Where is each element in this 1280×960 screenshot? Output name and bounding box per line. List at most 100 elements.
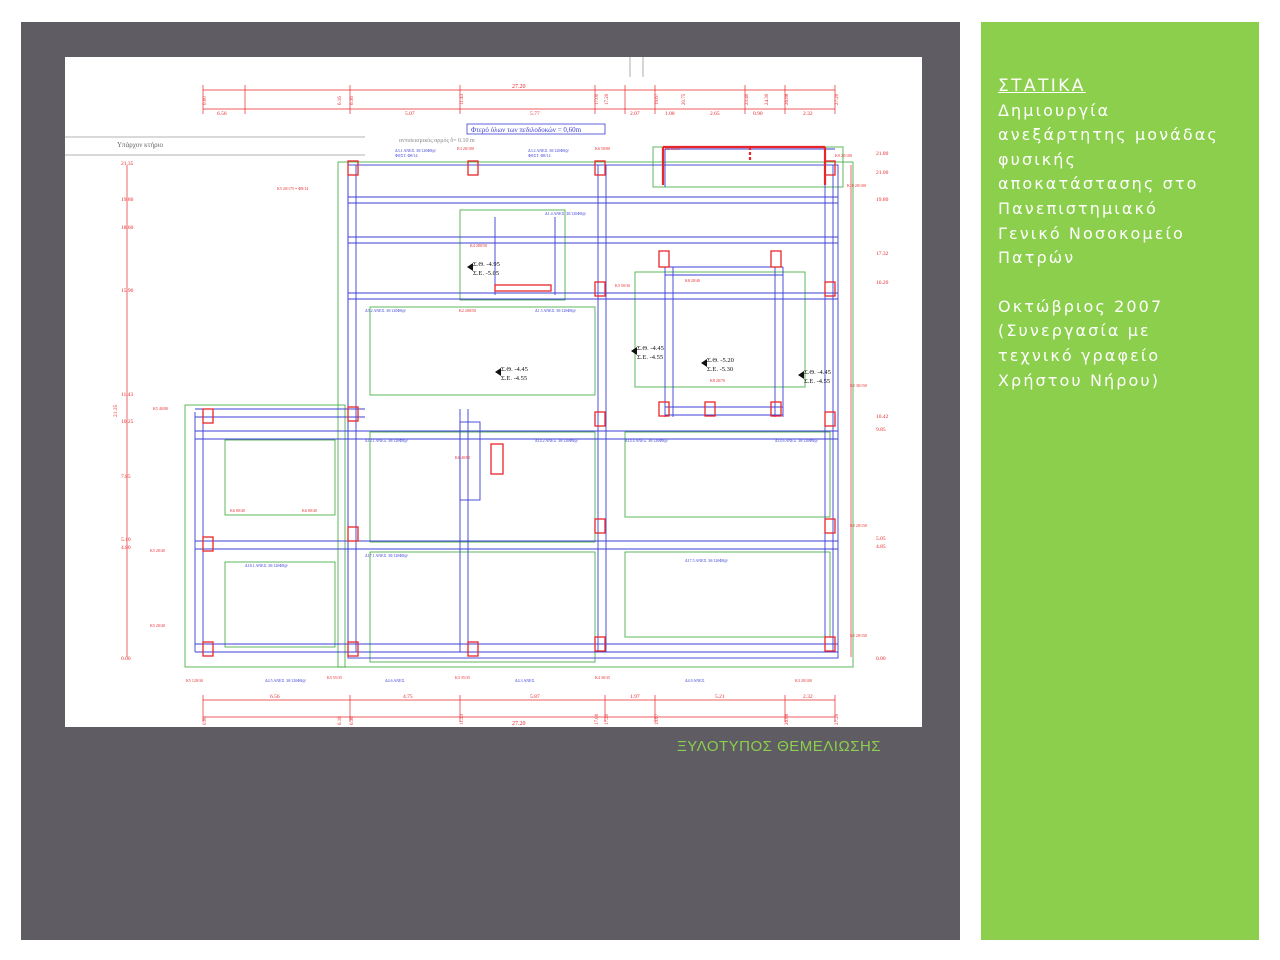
svg-text:K5 80/50: K5 80/50 bbox=[665, 146, 680, 151]
svg-text:Δ3.1 ΑΝΕΞ. 30/120Φ8@: Δ3.1 ΑΝΕΞ. 30/120Φ8@ bbox=[395, 148, 436, 153]
svg-text:K5 20/150: K5 20/150 bbox=[850, 633, 867, 638]
left-level-label: 5.10 bbox=[121, 537, 131, 543]
description-line: Πανεπιστημιακό bbox=[998, 198, 1158, 218]
left-level-labels: 21.35 19.80 18.60 15.90 11.43 10.25 7.85… bbox=[121, 161, 134, 662]
left-level-label: 15.90 bbox=[121, 288, 134, 294]
description-line: Πατρών bbox=[998, 248, 1076, 268]
left-level-label: 19.80 bbox=[121, 197, 134, 203]
bottom-segment-label: 5.87 bbox=[530, 694, 540, 700]
svg-text:K5 20/175 = Φ8/14: K5 20/175 = Φ8/14 bbox=[277, 186, 308, 191]
svg-text:Δ5.2 ΑΝΕΞ. 30/120Φ8@: Δ5.2 ΑΝΕΞ. 30/120Φ8@ bbox=[365, 308, 406, 313]
bottom-tick-value: 27.20 bbox=[835, 713, 840, 725]
elevation-marker: Σ.Θ. -4.95 Σ.Ε. -5.05 bbox=[467, 261, 500, 277]
left-level-label: 0.00 bbox=[121, 656, 131, 662]
collaboration-line: τεχνικό γραφείο bbox=[998, 345, 1161, 365]
svg-text:Φ8/ΣΤ. Φ8/14: Φ8/ΣΤ. Φ8/14 bbox=[528, 153, 551, 158]
svg-text:K6 50/80: K6 50/80 bbox=[595, 146, 610, 151]
drawing-caption: ΞΥΛΟΤΥΠΟΣ ΘΕΜΕΛΙΩΣΗΣ bbox=[677, 738, 882, 755]
right-level-label: 21.80 bbox=[876, 151, 889, 157]
top-tick-value: 26.88 bbox=[785, 93, 790, 105]
svg-text:K9 20/100: K9 20/100 bbox=[835, 153, 852, 158]
right-level-label: 4.85 bbox=[876, 544, 886, 550]
description-line: φυσικής bbox=[998, 149, 1078, 169]
top-tick-value: 23.40 bbox=[745, 93, 750, 105]
svg-text:Δ18.1 ΑΝΕΞ. 30/120Φ8@: Δ18.1 ΑΝΕΞ. 30/120Φ8@ bbox=[245, 563, 288, 568]
right-level-label: 9.85 bbox=[876, 427, 886, 433]
slab-outlines bbox=[184, 146, 854, 668]
elevation-bottom: Σ.Ε. -4.55 bbox=[637, 354, 663, 361]
bottom-tick-value: 6.16 bbox=[338, 716, 343, 725]
top-segment-label: 2.07 bbox=[630, 111, 640, 117]
svg-text:K5 20/150: K5 20/150 bbox=[850, 523, 867, 528]
right-level-label: 21.00 bbox=[876, 170, 889, 176]
right-level-label: 16.20 bbox=[876, 280, 889, 286]
elevation-marker: Σ.Θ. -4.45 Σ.Ε. -4.55 bbox=[495, 366, 528, 382]
elevation-bottom: Σ.Ε. -5.05 bbox=[473, 270, 499, 277]
top-segment-label: 2.32 bbox=[803, 111, 813, 117]
slide-right-panel: ΣΤΑΤΙΚΑ Δημιουργία ανεξάρτητης μονάδας φ… bbox=[981, 22, 1259, 940]
bottom-segment-label: 4.75 bbox=[403, 694, 413, 700]
top-tick-value: 27.20 bbox=[835, 93, 840, 105]
svg-text:Δ17.5 ΑΝΕΞ. 30/120Φ8@: Δ17.5 ΑΝΕΞ. 30/120Φ8@ bbox=[685, 558, 728, 563]
bottom-segment-label: 1.97 bbox=[630, 694, 640, 700]
bottom-tick-values: 0.00 6.16 6.36 11.43 17.00 17.20 19.67 2… bbox=[203, 713, 840, 725]
side-dim-total: 21.35 bbox=[113, 404, 119, 417]
top-segment-label: 5.77 bbox=[530, 111, 540, 117]
svg-text:K2 200/50: K2 200/50 bbox=[459, 308, 476, 313]
left-level-label: 10.25 bbox=[121, 419, 134, 425]
svg-text:K6 40/80: K6 40/80 bbox=[455, 455, 470, 460]
svg-text:Δ4.9 ΑΝΕΞ.: Δ4.9 ΑΝΕΞ. bbox=[685, 678, 705, 683]
right-level-labels: 21.80 21.00 19.80 17.32 16.20 10.42 9.85… bbox=[876, 151, 889, 662]
svg-text:K4 280/50: K4 280/50 bbox=[470, 243, 487, 248]
top-dim-total: 27.20 bbox=[512, 84, 526, 90]
top-tick-value: 17.00 bbox=[595, 93, 600, 105]
bottom-tick-value: 11.43 bbox=[460, 713, 465, 725]
existing-building bbox=[65, 57, 644, 156]
left-level-label: 4.80 bbox=[121, 545, 131, 551]
elevation-top: Σ.Θ. -4.95 bbox=[473, 261, 500, 268]
top-tick-value: 24.30 bbox=[765, 93, 770, 105]
elevation-marker: Σ.Θ. -5.20 Σ.Ε. -5.30 bbox=[701, 357, 734, 373]
svg-text:K8 20/70: K8 20/70 bbox=[710, 378, 725, 383]
top-tick-values: 0.00 6.16 6.36 11.43 17.00 17.20 19.67 2… bbox=[203, 93, 840, 105]
collaboration-line: Χρήστου Νήρου) bbox=[998, 370, 1161, 390]
description-line: ανεξάρτητης μονάδας bbox=[998, 125, 1219, 145]
svg-text:K10 20/100: K10 20/100 bbox=[847, 183, 866, 188]
elevation-top: Σ.Θ. -4.45 bbox=[637, 345, 664, 352]
elevation-bottom: Σ.Ε. -5.30 bbox=[707, 366, 733, 373]
svg-text:Δ13.1 ΑΝΕΞ. 30/120Φ8@: Δ13.1 ΑΝΕΞ. 30/120Φ8@ bbox=[365, 438, 408, 443]
svg-text:Δ14.4 ΑΝΕΞ. 30/120Φ8@: Δ14.4 ΑΝΕΞ. 30/120Φ8@ bbox=[625, 438, 668, 443]
footing-note: Φτερό όλων των πεδιλοδοκών = 0,60m bbox=[471, 126, 582, 134]
foundation-beams bbox=[194, 148, 839, 659]
bottom-segment-label: 2.32 bbox=[803, 694, 813, 700]
svg-text:Δ17.1 ΑΝΕΞ. 30/120Φ8@: Δ17.1 ΑΝΕΞ. 30/120Φ8@ bbox=[365, 553, 408, 558]
right-level-label: 0.00 bbox=[876, 656, 886, 662]
left-level-label: 7.85 bbox=[121, 474, 131, 480]
bottom-segment-labels: 6.56 4.75 5.87 1.97 5.21 2.32 bbox=[270, 694, 813, 700]
top-tick-value: 6.36 bbox=[350, 96, 355, 105]
collaboration-line: (Συνεργασία με bbox=[998, 321, 1151, 341]
svg-text:K5 30/150: K5 30/150 bbox=[850, 383, 867, 388]
svg-text:K5 40/80: K5 40/80 bbox=[153, 406, 168, 411]
top-segment-label: 6.56 bbox=[217, 111, 227, 117]
section-heading: ΣΤΑΤΙΚΑ bbox=[998, 76, 1086, 96]
top-tick-value: 20.75 bbox=[682, 93, 687, 105]
bottom-tick-value: 19.67 bbox=[655, 713, 660, 725]
project-description: ΣΤΑΤΙΚΑ Δημιουργία ανεξάρτητης μονάδας φ… bbox=[998, 74, 1256, 393]
elevation-marker: Σ.Θ. -4.45 Σ.Ε. -4.55 bbox=[631, 345, 664, 361]
svg-text:K6 80/40: K6 80/40 bbox=[230, 508, 245, 513]
heavy-red-beams bbox=[661, 145, 827, 185]
spacer bbox=[998, 271, 1256, 295]
svg-text:K3 20/100: K3 20/100 bbox=[795, 678, 812, 683]
description-line: Γενικό Νοσοκομείο bbox=[998, 223, 1185, 243]
elevation-top: Σ.Θ. -4.45 bbox=[501, 366, 528, 373]
svg-text:K5 55/35: K5 55/35 bbox=[327, 675, 342, 680]
svg-text:Δ14.2 ΑΝΕΞ. 30/120Φ8@: Δ14.2 ΑΝΕΞ. 30/120Φ8@ bbox=[535, 438, 578, 443]
foundation-plan-drawing: Υπάρχον κτήριο Φτερό όλων των πεδιλοδοκώ… bbox=[65, 57, 922, 727]
seismic-note: αντισεισμικός αρμός δ= 0.10 m bbox=[399, 138, 475, 144]
description-line: Δημιουργία bbox=[998, 100, 1111, 120]
footing-labels: K5 20/175 = Φ8/14 K3 20/100 K6 50/80 K5 … bbox=[150, 146, 867, 683]
bottom-tick-value: 26.88 bbox=[785, 713, 790, 725]
svg-text:K5 20/40: K5 20/40 bbox=[150, 548, 165, 553]
svg-text:Φ8/ΣΤ. Φ8/14: Φ8/ΣΤ. Φ8/14 bbox=[395, 153, 418, 158]
